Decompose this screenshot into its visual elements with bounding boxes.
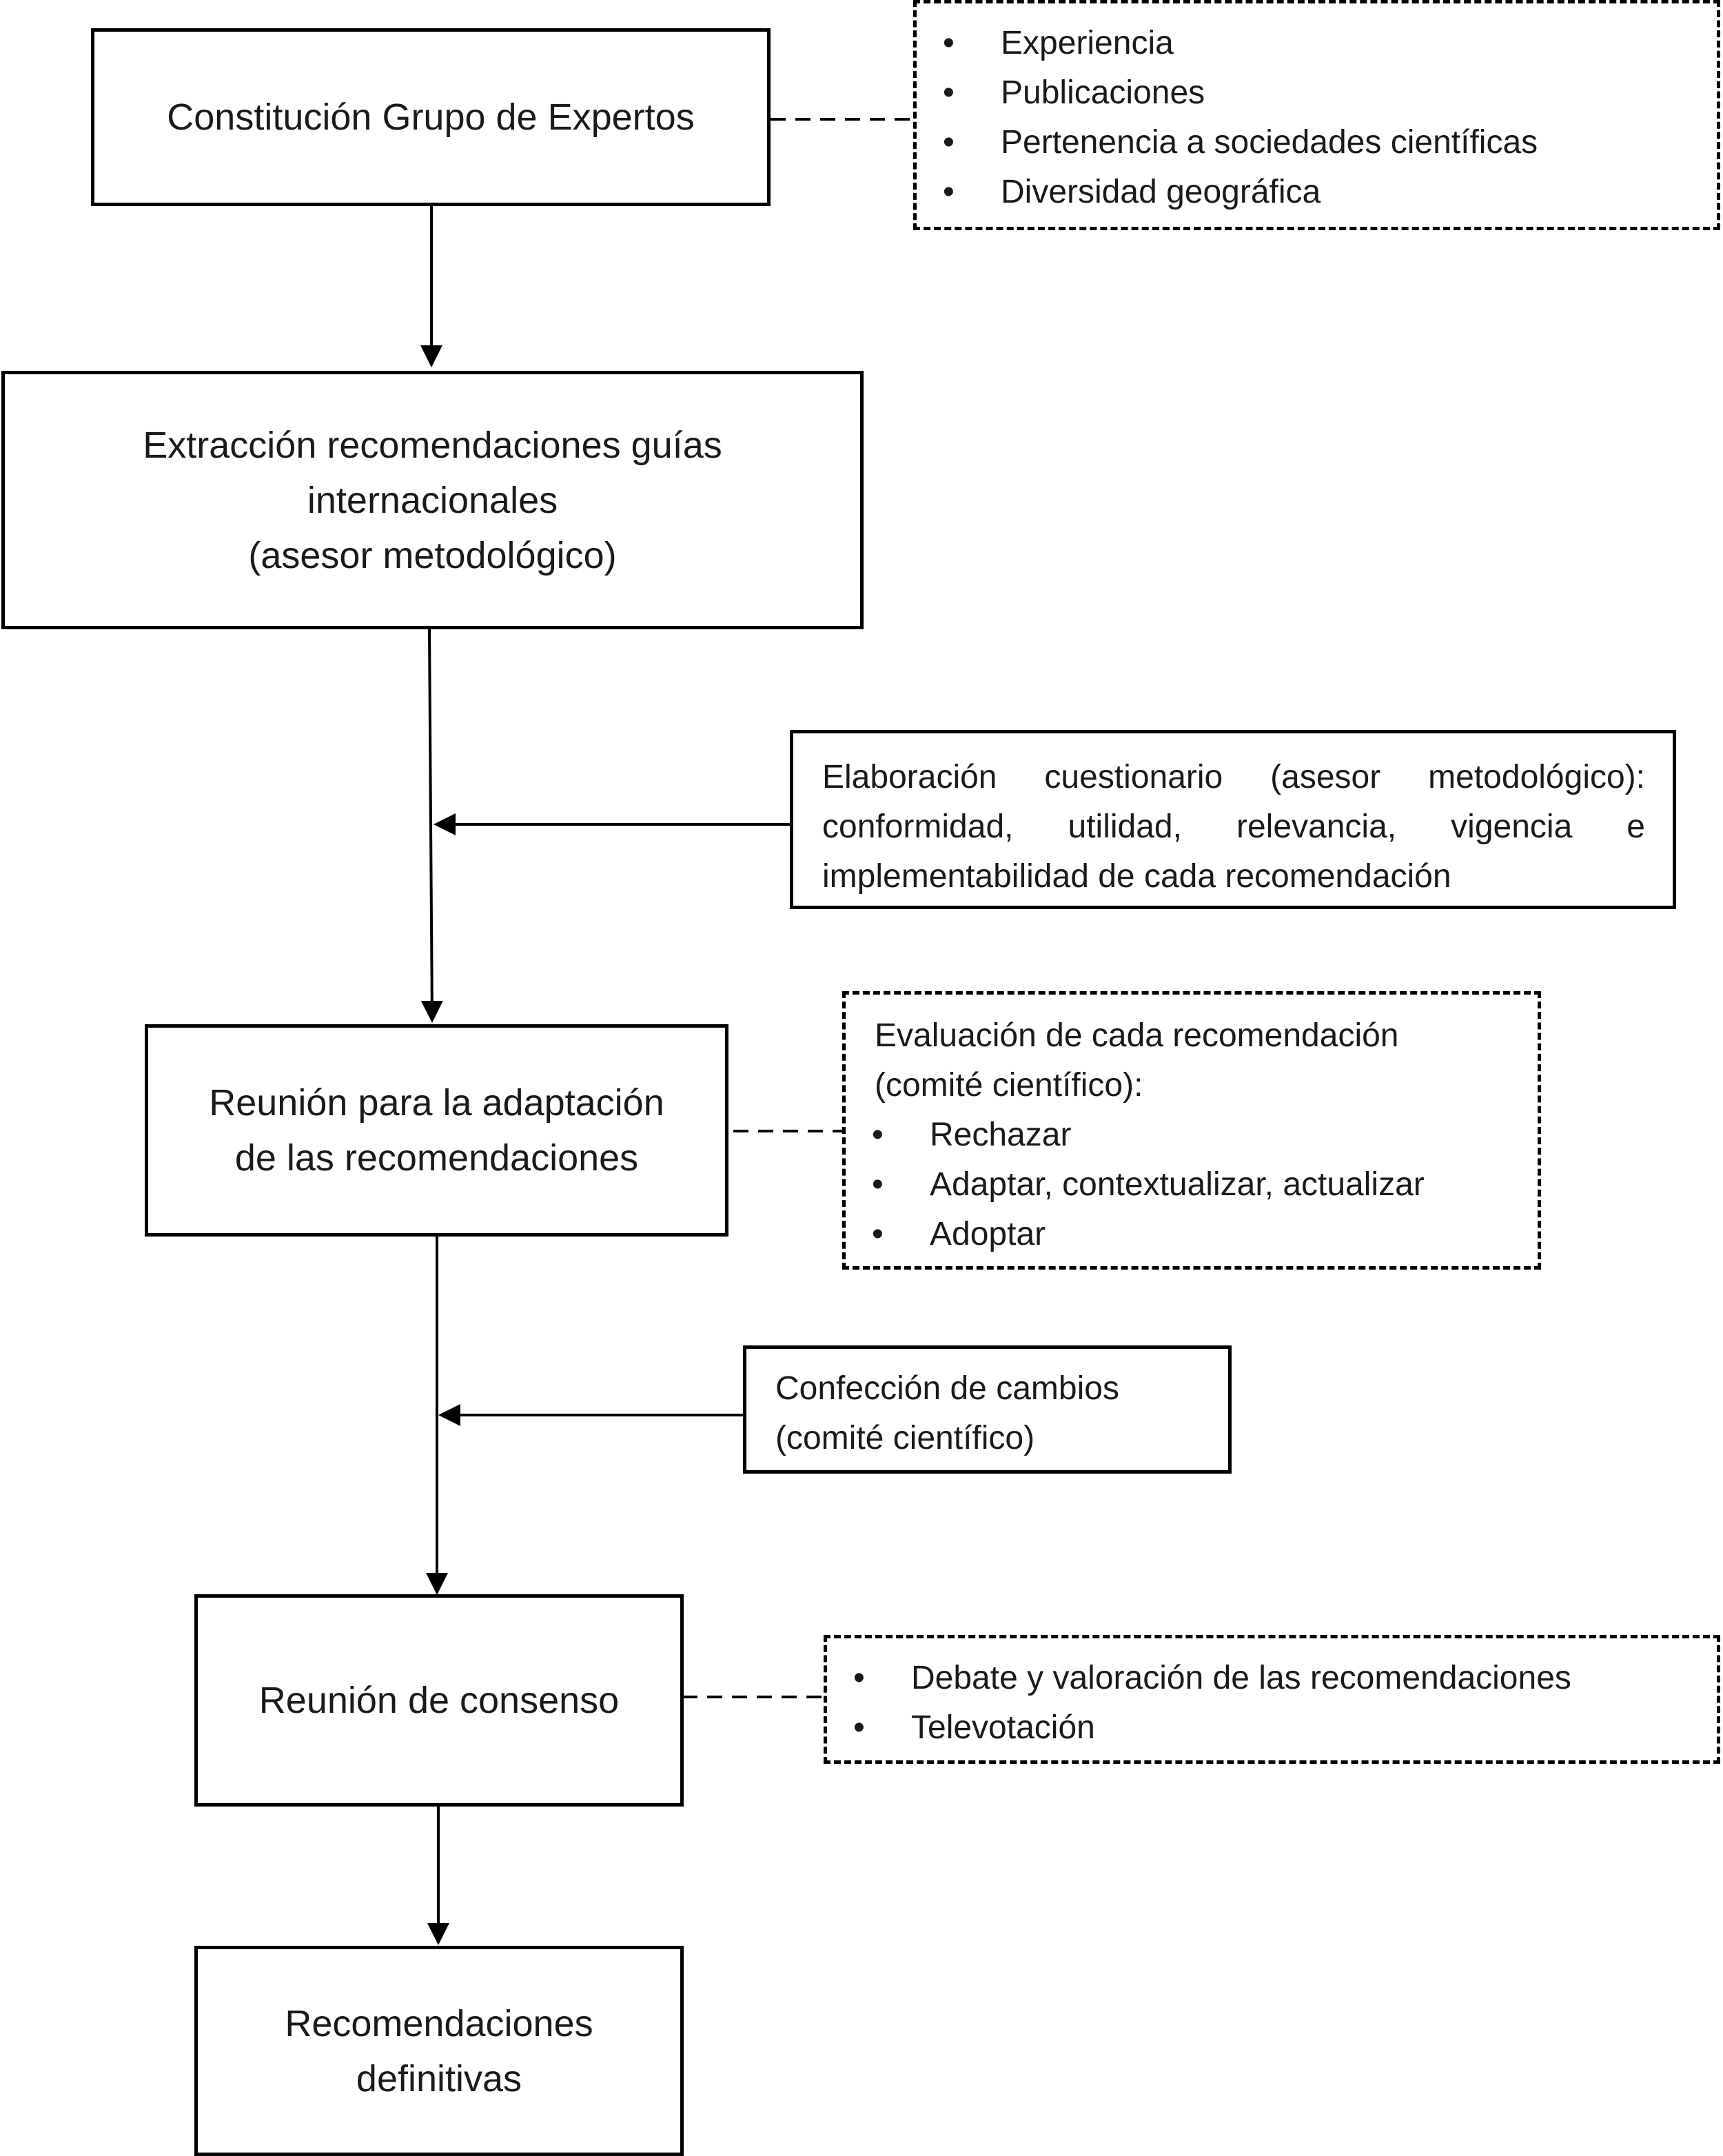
evaluation-option: Adaptar, contextualizar, actualizar: [846, 1160, 1524, 1210]
criteria-item: Pertenencia a sociedades científicas: [917, 118, 1703, 167]
changes-line-2: (comité científico): [775, 1420, 1035, 1456]
step-consensus-label: Reunión de consenso: [258, 1680, 620, 1721]
questionnaire-line-2: conformidad, utilidad, relevancia, vigen…: [822, 808, 1645, 845]
step-extraction-line-3: (asesor metodológico): [248, 534, 617, 576]
consensus-activity: Debate y valoración de las recomendacion…: [827, 1654, 1703, 1703]
step-adaptation-line-1: Reunión para la adaptación: [209, 1082, 664, 1123]
step-extraction: Extracción recomendaciones guías interna…: [1, 371, 864, 629]
step-final-line-2: definitivas: [356, 2057, 522, 2099]
questionnaire-line-1: Elaboración cuestionario (asesor metodol…: [822, 759, 1645, 795]
step-expert-group: Constitución Grupo de Expertos: [91, 28, 771, 206]
consensus-activities-box: Debate y valoración de las recomendacion…: [824, 1635, 1720, 1764]
arrow-step2-to-step3: [420, 629, 443, 1023]
questionnaire-line-3: implementabilidad de cada recomendación: [822, 858, 1451, 895]
criteria-item: Experiencia: [917, 19, 1703, 68]
criteria-item: Publicaciones: [917, 68, 1703, 118]
step-adaptation-meeting: Reunión para la adaptación de las recome…: [145, 1024, 728, 1237]
step-consensus-meeting: Reunión de consenso: [194, 1594, 684, 1807]
expert-criteria-list: Experiencia Publicaciones Pertenencia a …: [917, 19, 1703, 217]
evaluation-option: Rechazar: [846, 1110, 1524, 1160]
step-final-recommendations: Recomendaciones definitivas: [194, 1946, 684, 2156]
consensus-activities-list: Debate y valoración de las recomendacion…: [827, 1654, 1703, 1753]
evaluation-option: Adoptar: [846, 1210, 1524, 1259]
consensus-activity: Televotación: [827, 1703, 1703, 1753]
step-extraction-line-2: internacionales: [307, 479, 558, 521]
questionnaire-box: Elaboración cuestionario (asesor metodol…: [790, 730, 1676, 909]
evaluation-options-list: Rechazar Adaptar, contextualizar, actual…: [846, 1110, 1524, 1259]
evaluation-heading-line-1: Evaluación de cada recomendación: [875, 1017, 1399, 1054]
step-adaptation-line-2: de las recomendaciones: [234, 1137, 639, 1179]
evaluation-heading-line-2: (comité científico):: [875, 1067, 1143, 1104]
criteria-item: Diversidad geográfica: [917, 167, 1703, 217]
changes-line-1: Confección de cambios: [775, 1370, 1119, 1407]
expert-criteria-box: Experiencia Publicaciones Pertenencia a …: [913, 0, 1720, 230]
evaluation-box: Evaluación de cada recomendación (comité…: [842, 991, 1541, 1270]
changes-box: Confección de cambios (comité científico…: [743, 1345, 1232, 1474]
step-expert-group-label: Constitución Grupo de Expertos: [167, 96, 695, 138]
step-extraction-line-1: Extracción recomendaciones guías: [143, 424, 722, 466]
step-final-line-1: Recomendaciones: [285, 2002, 593, 2044]
